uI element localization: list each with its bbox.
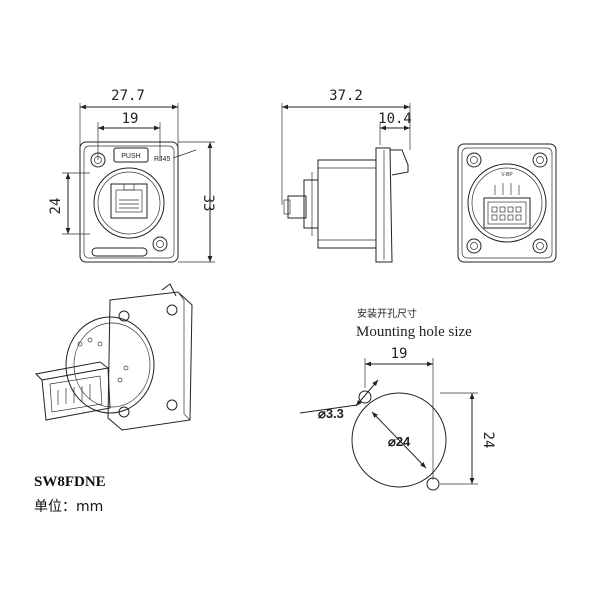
- cutout-height-label: 24: [480, 432, 496, 449]
- rj45-label: RJ45: [154, 156, 170, 163]
- model-label: SW8FDNE: [34, 474, 106, 490]
- connector-body: [65, 316, 155, 414]
- front-height-label: 33: [200, 195, 216, 212]
- side-flange-label: 10.4: [378, 111, 412, 127]
- cutout-title-cn: 安装开孔尺寸: [357, 307, 417, 320]
- front-inner-label: 19: [122, 111, 139, 127]
- screw-hole-bottom: [426, 477, 440, 491]
- perspective-view: [34, 283, 193, 431]
- cutout-spacing-label: 19: [391, 346, 408, 362]
- front-view: 27.7 19 PUSH RJ45 24: [48, 88, 216, 263]
- mounting-hole-icon: [156, 240, 164, 248]
- front-width-label: 27.7: [111, 88, 145, 104]
- flange-plate: [79, 141, 179, 263]
- screw-hole-top: [358, 390, 372, 404]
- center-diameter-label: ⌀24: [388, 434, 411, 449]
- side-view: 37.2 10.4: [281, 88, 412, 263]
- front-side-label: 24: [48, 198, 64, 215]
- cutout-title-en: Mounting hole size: [356, 324, 472, 340]
- rear-view: V-BP: [457, 143, 557, 263]
- side-length-label: 37.2: [329, 88, 363, 104]
- center-hole: [351, 392, 447, 488]
- rj45-socket-icon: [110, 183, 148, 219]
- push-label: PUSH: [121, 153, 140, 160]
- vbp-label: V-BP: [501, 172, 513, 178]
- mounting-cutout: 安装开孔尺寸 Mounting hole size 19 ⌀3.3 ⌀24 24: [299, 307, 496, 491]
- idc-header-3d: [41, 367, 111, 421]
- mounting-hole-icon: [94, 156, 102, 164]
- unit-label: 单位：mm: [34, 499, 104, 515]
- idc-header-icon: [483, 197, 531, 229]
- hole-diameter-label: ⌀3.3: [318, 406, 344, 421]
